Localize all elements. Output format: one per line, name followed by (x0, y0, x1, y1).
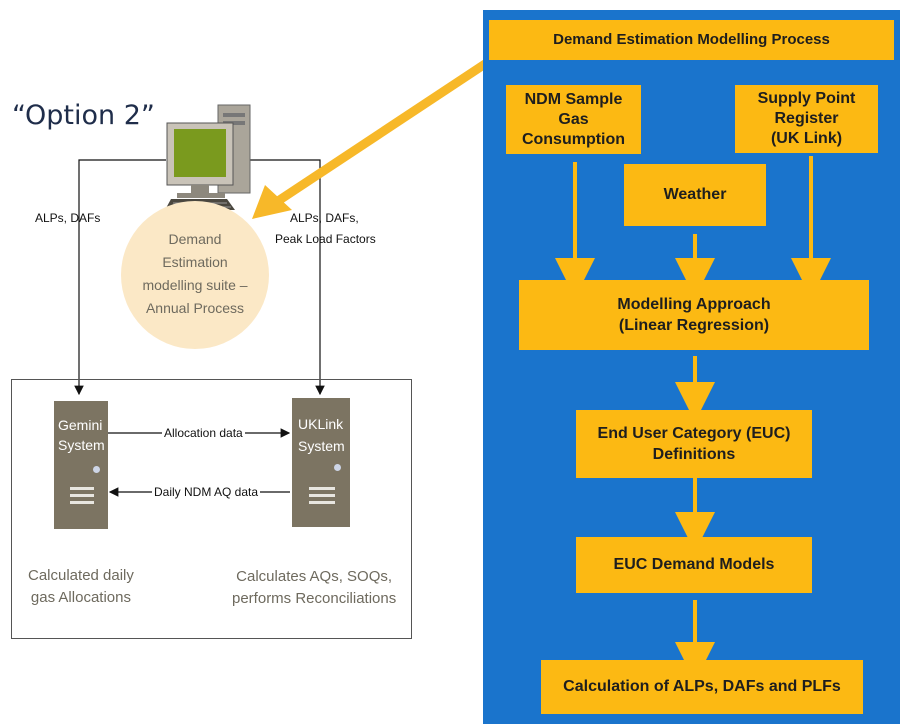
gemini-label-line2: System (58, 437, 105, 453)
uklink-note-line: Calculates AQs, SOQs, (236, 568, 393, 585)
suite-line: Estimation (162, 254, 228, 270)
vent-line-icon (309, 487, 335, 490)
weather-box: Weather (624, 164, 766, 226)
vent-line-icon (309, 501, 335, 504)
flow-header: Demand Estimation Modelling Process (489, 20, 894, 60)
suite-line: Annual Process (145, 300, 245, 316)
modelling-suite-label: Demand Estimation modelling suite – Annu… (128, 228, 262, 320)
ndm-sample-box: NDM Sample Gas Consumption (506, 85, 641, 154)
supply-point-box: Supply Point Register (UK Link) (735, 85, 878, 153)
desktop-computer-icon (165, 104, 251, 210)
vent-line-icon (309, 494, 335, 497)
euc-demand-models-box: EUC Demand Models (576, 537, 812, 593)
uklink-label-line2: System (298, 438, 345, 454)
option-title: “Option 2” (12, 100, 155, 131)
gemini-label-line1: Gemini (58, 417, 103, 433)
pointer-arrow-line (272, 58, 491, 207)
gemini-note: Calculated daily gas Allocations (28, 565, 134, 609)
systems-container (11, 379, 412, 639)
suite-line: modelling suite – (142, 277, 248, 293)
right-link-label-line2: Peak Load Factors (275, 232, 376, 246)
uklink-note: Calculates AQs, SOQs, performs Reconcili… (232, 566, 396, 610)
modelling-approach-box: Modelling Approach (Linear Regression) (519, 280, 869, 350)
euc-definitions-box: End User Category (EUC) Definitions (576, 410, 812, 478)
gemini-server-icon: Gemini System (54, 401, 108, 529)
allocation-data-label: Allocation data (162, 426, 245, 440)
modelling-suite-circle (121, 201, 269, 349)
suite-line: Demand (168, 231, 222, 247)
flow-panel: Demand Estimation Modelling Process NDM … (483, 10, 900, 724)
right-link-label-line1: ALPs, DAFs, (290, 211, 359, 225)
pointer-arrow-head (252, 185, 292, 219)
status-light-icon (334, 464, 341, 471)
vent-line-icon (70, 501, 94, 504)
uklink-server-icon: UKLink System (292, 398, 350, 527)
uklink-note-line: performs Reconciliations (232, 590, 397, 607)
gemini-note-line: Calculated daily (28, 567, 134, 584)
vent-line-icon (70, 487, 94, 490)
daily-ndm-aq-label: Daily NDM AQ data (152, 485, 261, 499)
uklink-label-line1: UKLink (298, 416, 344, 432)
vent-line-icon (70, 494, 94, 497)
gemini-note-line: gas Allocations (30, 589, 131, 606)
left-link-label: ALPs, DAFs (35, 211, 101, 225)
status-light-icon (93, 466, 100, 473)
calculation-box: Calculation of ALPs, DAFs and PLFs (541, 660, 863, 714)
